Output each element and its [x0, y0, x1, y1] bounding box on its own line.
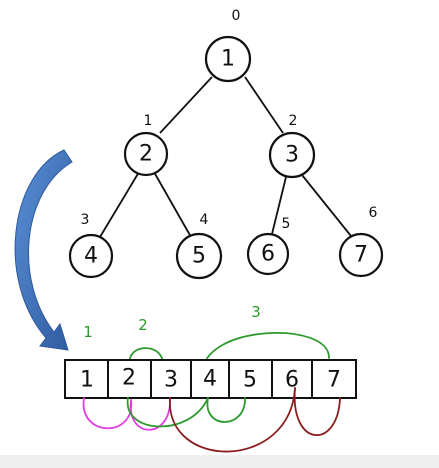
node-index: 4: [200, 212, 209, 228]
array-cell: [271, 359, 313, 399]
array-value: 6: [285, 368, 299, 393]
tree-edge: [153, 171, 192, 238]
array-value: 5: [243, 368, 257, 393]
curved-arrow-icon: [14, 149, 73, 351]
node-index: 0: [232, 8, 241, 24]
children-arc-3b: [293, 387, 341, 436]
node-index: 3: [81, 212, 90, 228]
level-2-arc: [129, 347, 164, 363]
level-3-arc: [202, 332, 330, 375]
node-value: 7: [354, 243, 368, 268]
bottom-bar: [0, 455, 439, 468]
array-cell: [150, 359, 192, 399]
node-value: 1: [221, 47, 235, 72]
level-label: 2: [138, 316, 148, 334]
node-value: 2: [139, 142, 153, 167]
node-value: 4: [84, 244, 98, 269]
array-cell: [64, 359, 109, 399]
tree-node: 3 2: [268, 113, 316, 179]
tree-node: 7 6: [338, 205, 384, 278]
array-value: 7: [327, 368, 341, 393]
array-cell: [311, 359, 357, 399]
array-value: 1: [80, 368, 94, 393]
array: 1 2 3 4 5 6 7: [64, 359, 357, 399]
node-index: 6: [369, 205, 378, 221]
tree-node: 5 4: [175, 212, 223, 280]
children-arc-1: [82, 397, 132, 430]
node-index: 2: [289, 113, 298, 129]
children-arc-3: [169, 387, 296, 453]
array-value: 2: [122, 366, 136, 391]
children-arc-2b: [206, 397, 246, 423]
tree-edge: [159, 76, 213, 134]
tree-edge: [301, 174, 352, 237]
node-value: 3: [285, 143, 299, 168]
node-value: 5: [192, 244, 206, 269]
tree-node: 6 5: [246, 216, 291, 276]
array-cell: [107, 359, 152, 399]
level-label: 3: [251, 303, 261, 321]
children-arc-2: [126, 397, 209, 428]
tree-edge: [244, 76, 284, 134]
array-value: 3: [164, 368, 178, 393]
tree-node: 2 1: [123, 113, 169, 177]
node-value: 6: [261, 242, 275, 267]
level-label: 1: [83, 323, 93, 341]
children-arc-1b: [129, 397, 171, 431]
node-index: 1: [144, 113, 153, 129]
tree-edge: [271, 176, 287, 235]
array-cell: [190, 359, 230, 399]
array-value: 4: [203, 367, 217, 392]
tree-node: 4 3: [68, 212, 114, 279]
node-index: 5: [282, 216, 291, 232]
tree-edge: [99, 171, 140, 238]
tree-node: 1 0: [204, 8, 252, 83]
